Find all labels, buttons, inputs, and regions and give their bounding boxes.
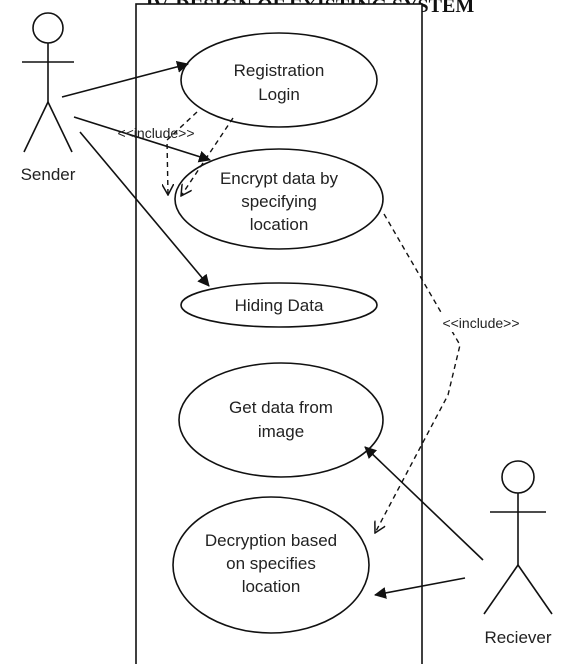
include-dependency-1: [167, 111, 198, 195]
use-case-decryption: [172, 496, 370, 634]
include-label-2-bg: [430, 314, 532, 332]
receiver-label: Reciever: [484, 628, 551, 647]
use-case-encrypt-label-1: Encrypt data by: [220, 169, 339, 188]
use-case-hiding-label: Hiding Data: [235, 296, 324, 315]
use-case-decryption-label-2: on specifies: [226, 554, 316, 573]
use-case-registration-login: [180, 32, 378, 128]
use-case-encrypt-label-2: specifying: [241, 192, 317, 211]
include-dependency-2: [375, 213, 461, 533]
use-case-get-data: [178, 362, 384, 478]
sender-actor-head: [32, 12, 64, 44]
sender-actor-left-leg: [23, 101, 49, 153]
sender-to-encrypt-arrow: [73, 116, 211, 163]
receiver-actor: [483, 460, 553, 615]
receiver-actor-right-leg: [517, 564, 553, 615]
use-case-get-data-label-1: Get data from: [229, 398, 333, 417]
use-case-encrypt-label-3: location: [250, 215, 309, 234]
use-case-encrypt-data: [174, 148, 384, 250]
sender-actor-right-leg: [47, 101, 73, 153]
sender-to-hiding-arrow: [79, 131, 210, 287]
use-case-login-label: Login: [258, 85, 300, 104]
use-case-decryption-label-3: location: [242, 577, 301, 596]
sender-to-registration-arrow: [61, 60, 189, 98]
include-dependency-1b: [181, 117, 234, 196]
sender-actor: [22, 12, 74, 153]
use-case-hiding-data: [180, 282, 378, 328]
receiver-actor-left-leg: [483, 564, 519, 615]
sender-label: Sender: [21, 165, 76, 184]
include-label-2: <<include>>: [442, 315, 519, 331]
receiver-to-get-data-arrow: [364, 446, 484, 561]
include-label-1: <<include>>: [117, 125, 194, 141]
receiver-actor-head: [501, 460, 535, 494]
use-case-get-data-label-2: image: [258, 422, 304, 441]
use-case-decryption-label-1: Decryption based: [205, 531, 337, 550]
receiver-to-decryption-arrow: [374, 577, 466, 599]
use-case-registration-label: Registration: [234, 61, 325, 80]
